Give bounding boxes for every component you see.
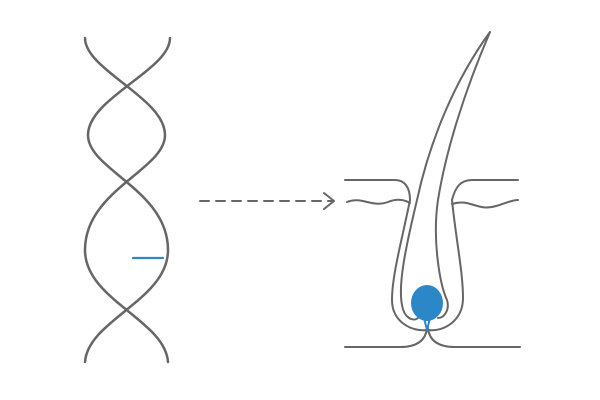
skin-top-left — [344, 179, 411, 201]
hair-shaft — [399, 31, 491, 321]
dermis-line-right — [427, 327, 521, 348]
dermis-line-left — [344, 327, 428, 348]
skin-wave-left — [346, 198, 411, 205]
arrow-head — [323, 192, 335, 210]
dna-strand-b — [83, 36, 172, 364]
hair-shaft-inner — [434, 31, 491, 319]
dashed-arrow-icon — [199, 192, 335, 210]
dna-base-pairs — [131, 256, 165, 260]
skin-top-right — [451, 179, 519, 201]
dna-helix-icon — [83, 36, 172, 364]
dermal-papilla-stem — [423, 317, 431, 331]
hair-bulb-icon — [411, 285, 443, 321]
hair-follicle-icon — [344, 31, 521, 348]
skin-wave-right — [451, 199, 519, 209]
